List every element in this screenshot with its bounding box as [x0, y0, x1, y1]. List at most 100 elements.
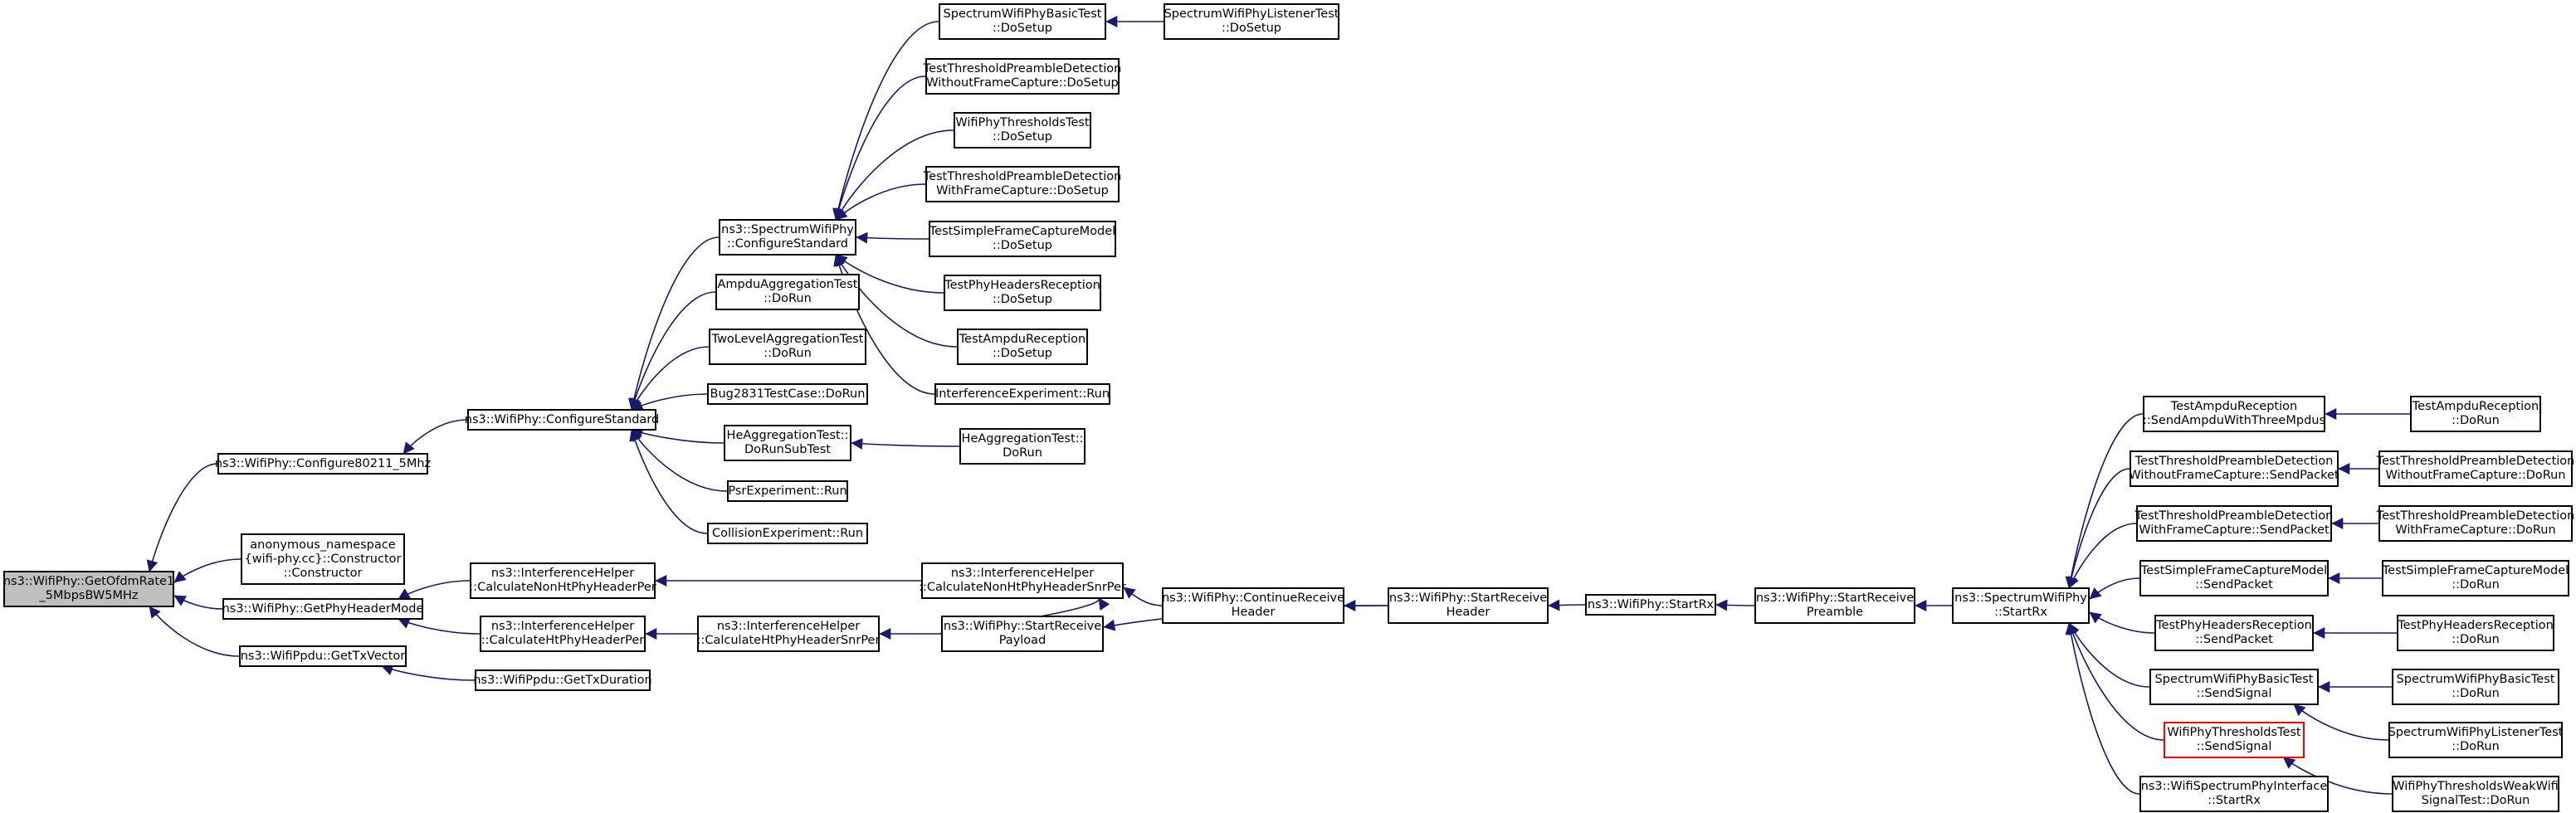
- node-wifippdu-get-tx-duration[interactable]: ns3::WifiPpdu::GetTxDuration: [473, 669, 652, 691]
- node-spectrum-listener-test-dorun[interactable]: SpectrumWifiPhyListenerTest::DoRun: [2388, 722, 2563, 758]
- node-wifippdu-get-tx-vector[interactable]: ns3::WifiPpdu::GetTxVector: [239, 645, 407, 667]
- node-label-line: TestAmpduReception: [2412, 400, 2539, 413]
- node-spectrumwifiphy-configure-standard[interactable]: ns3::SpectrumWifiPhy::ConfigureStandard: [719, 219, 856, 256]
- node-label-line: ns3::InterferenceHelper: [716, 620, 861, 633]
- node-label-line: TestThresholdPreambleDetection: [2376, 509, 2575, 523]
- call-edge-n16-n6: [835, 183, 926, 221]
- call-edge-n15-n6: [835, 129, 954, 221]
- node-frame-capture-model-dorun[interactable]: TestSimpleFrameCaptureModel::DoRun: [2382, 560, 2569, 596]
- node-calc-nonht-phy-header-snr-per[interactable]: ns3::InterferenceHelper::CalculateNonHtP…: [919, 562, 1126, 599]
- node-label-line: ::CalculateHtPhyHeaderSnrPer: [696, 634, 881, 647]
- node-phy-headers-reception-dorun[interactable]: TestPhyHeadersReception::DoRun: [2397, 615, 2554, 651]
- node-label-line: WithFrameCapture::DoSetup: [936, 184, 1109, 197]
- node-label-line: DoRunSubTest: [744, 443, 831, 456]
- node-spectrum-basic-test-dosetup[interactable]: SpectrumWifiPhyBasicTest::DoSetup: [939, 3, 1106, 40]
- call-edge-n6-n5: [627, 236, 720, 411]
- node-calc-ht-phy-header-snr-per[interactable]: ns3::InterferenceHelper::CalculateHtPhyH…: [697, 616, 880, 652]
- node-label-line: WifiPhyThresholdsTest: [955, 116, 1090, 129]
- node-ampdu-aggregation-test[interactable]: AmpduAggregationTest::DoRun: [715, 274, 860, 310]
- node-two-level-aggregation-test[interactable]: TwoLevelAggregationTest::DoRun: [709, 329, 866, 365]
- node-spectrum-listener-test-dosetup[interactable]: SpectrumWifiPhyListenerTest::DoSetup: [1164, 3, 1339, 40]
- node-calc-nonht-phy-header-per[interactable]: ns3::InterferenceHelper::CalculateNonHtP…: [469, 562, 656, 599]
- node-label-line: WithFrameCapture::SendPacket: [2139, 523, 2330, 537]
- node-label-line: Header: [1446, 606, 1490, 619]
- node-label-line: ::DoSetup: [992, 130, 1052, 144]
- node-label-line: ns3::WifiPhy::StartRx: [1587, 597, 1715, 611]
- node-label-line: WithFrameCapture::DoRun: [2395, 523, 2556, 537]
- node-get-phy-header-mode[interactable]: ns3::WifiPhy::GetPhyHeaderMode: [222, 598, 423, 620]
- node-frame-capture-model-dosetup[interactable]: TestSimpleFrameCaptureModel::DoSetup: [929, 221, 1116, 257]
- node-label-line: TestPhyHeadersReception: [944, 279, 1100, 292]
- node-he-aggregation-test-dorun[interactable]: HeAggregationTest::DoRun: [959, 428, 1086, 465]
- node-label-line: ::SendSignal: [2196, 740, 2272, 753]
- call-edge-n34-n33: [2065, 413, 2144, 589]
- node-get-ofdm-rate-root[interactable]: ns3::WifiPhy::GetOfdmRate1_5MbpsBW5MHz: [3, 571, 174, 607]
- node-wifiphy-configure-standard[interactable]: ns3::WifiPhy::ConfigureStandard: [465, 409, 659, 431]
- node-thresholds-test-dosetup[interactable]: WifiPhyThresholdsTest::DoSetup: [954, 112, 1091, 148]
- node-label-line: ::SendAmpduWithThreeMpdus: [2142, 414, 2326, 427]
- node-thresholds-test-send-signal[interactable]: WifiPhyThresholdsTest::SendSignal: [2164, 722, 2305, 758]
- call-edge-n1-n0: [146, 463, 218, 572]
- node-spectrum-phy-interface-start-rx[interactable]: ns3::WifiSpectrumPhyInterface::StartRx: [2139, 776, 2329, 812]
- node-label-line: SpectrumWifiPhyBasicTest: [943, 7, 1102, 21]
- node-label-line: ns3::WifiPhy::Configure80211_5Mhz: [214, 456, 432, 470]
- node-interference-experiment[interactable]: InterferenceExperiment::Run: [934, 383, 1110, 405]
- node-calc-ht-phy-header-per[interactable]: ns3::InterferenceHelper::CalculateHtPhyH…: [480, 616, 646, 652]
- call-edge-n32-n31: [1715, 599, 1755, 611]
- node-phy-headers-reception-send[interactable]: TestPhyHeadersReception::SendPacket: [2154, 615, 2314, 651]
- node-label-line: WithoutFrameCapture::DoSetup: [926, 76, 1119, 90]
- node-label-line: ::DoSetup: [993, 293, 1053, 306]
- node-wifiphy-start-rx[interactable]: ns3::WifiPhy::StartRx: [1585, 594, 1716, 616]
- node-label-line: ::ConfigureStandard: [726, 237, 848, 251]
- node-bug2831-testcase[interactable]: Bug2831TestCase::DoRun: [707, 383, 868, 405]
- node-label-line: SpectrumWifiPhyListenerTest: [1164, 7, 1339, 21]
- node-label-line: ::SendSignal: [2196, 687, 2272, 700]
- node-psr-experiment[interactable]: PsrExperiment::Run: [727, 480, 848, 502]
- call-edge-n7-n5: [629, 291, 716, 411]
- node-anonymous-constructor[interactable]: anonymous_namespace{wifi-phy.cc}::Constr…: [241, 533, 405, 585]
- node-label-line: TestThresholdPreambleDetection: [923, 62, 1122, 75]
- node-label-line: PsrExperiment::Run: [728, 484, 847, 498]
- node-label-line: ns3::InterferenceHelper: [950, 567, 1095, 580]
- call-edge-n2-n0: [173, 558, 242, 583]
- call-edge-n11-n5: [631, 429, 728, 492]
- node-label-line: ::StartRx: [1994, 606, 2047, 619]
- node-he-aggregation-test-subtest[interactable]: HeAggregationTest::DoRunSubTest: [724, 425, 851, 461]
- node-label-line: TestSimpleFrameCaptureModel: [929, 225, 1116, 238]
- node-ampdu-reception-dosetup[interactable]: TestAmpduReception::DoSetup: [957, 329, 1088, 365]
- call-edge-n37-n33: [2089, 577, 2140, 600]
- call-edge-n3-n0: [173, 595, 223, 610]
- node-configure80211-5mhz[interactable]: ns3::WifiPhy::Configure80211_5Mhz: [214, 453, 432, 475]
- node-send-ampdu-three-mpdus[interactable]: TestAmpduReception::SendAmpduWithThreeMp…: [2143, 396, 2325, 432]
- call-edge-n5-n1: [402, 419, 468, 455]
- node-label-line: Payload: [998, 634, 1046, 647]
- node-label-line: {wifi-phy.cc}::Constructor: [244, 552, 402, 566]
- node-label-line: ::DoRun: [764, 347, 812, 360]
- node-frame-capture-model-send[interactable]: TestSimpleFrameCaptureModel::SendPacket: [2139, 560, 2329, 596]
- node-phy-headers-reception-dosetup[interactable]: TestPhyHeadersReception::DoSetup: [944, 275, 1101, 311]
- node-label-line: WifiPhyThresholdsTest: [2167, 726, 2301, 739]
- node-label-line: ::DoRun: [2452, 414, 2500, 427]
- node-spectrumwifiphy-start-rx[interactable]: ns3::SpectrumWifiPhy::StartRx: [1952, 587, 2090, 624]
- node-label-line: HeAggregationTest::: [961, 432, 1084, 445]
- node-ampdu-reception-dorun[interactable]: TestAmpduReception::DoRun: [2410, 396, 2541, 432]
- node-spectrum-basic-test-dorun[interactable]: SpectrumWifiPhyBasicTest::DoRun: [2392, 669, 2559, 705]
- node-label-line: ::StartRx: [2208, 794, 2261, 807]
- node-label-line: ::DoRun: [2452, 633, 2500, 646]
- node-collision-experiment[interactable]: CollisionExperiment::Run: [707, 523, 868, 544]
- node-spectrum-basic-test-send[interactable]: SpectrumWifiPhyBasicTest::SendSignal: [2149, 669, 2319, 705]
- call-edge-n23-n3: [398, 580, 471, 600]
- node-label-line: ns3::WifiPhy::StartReceive: [1755, 591, 1915, 605]
- call-edge-n36-n33: [2068, 523, 2137, 589]
